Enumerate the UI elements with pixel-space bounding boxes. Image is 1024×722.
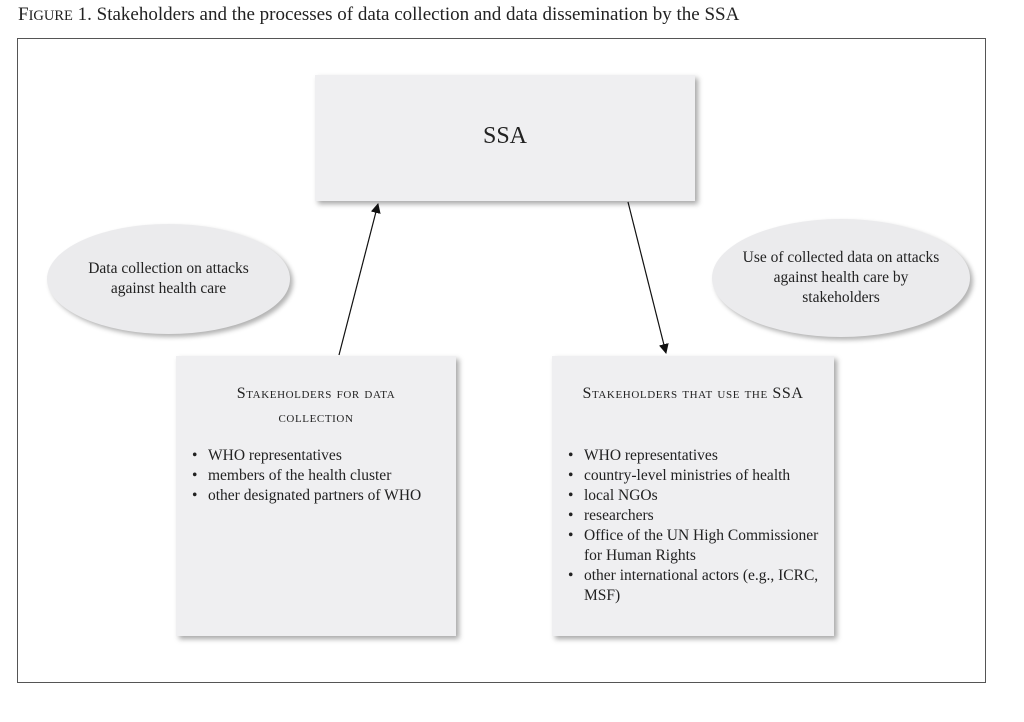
list-item: WHO representatives [192,446,446,466]
diagram-frame [17,38,986,683]
data-collection-text: Data collection on attacks against healt… [88,260,249,297]
list-item: other designated partners of WHO [192,486,446,506]
data-collection-stakeholders-box: Stakeholders for data collection WHO rep… [176,356,456,636]
data-collection-stakeholders-list: WHO representatives members of the healt… [192,446,446,506]
figure-caption: FIGURE 1. Stakeholders and the processes… [18,4,739,26]
list-item: country-level ministries of health [568,466,824,486]
data-collection-stakeholders-title: Stakeholders for data collection [236,385,396,426]
data-use-text: Use of collected data on attacks against… [742,249,940,306]
list-item: WHO representatives [568,446,824,466]
list-item: researchers [568,506,824,526]
list-item: other international actors (e.g., ICRC, … [568,566,824,606]
data-use-stakeholders-title: Stakeholders that use the SSA [582,385,804,402]
list-item: Office of the UN High Commissioner for H… [568,526,824,566]
caption-text: 1. Stakeholders and the processes of dat… [72,4,740,25]
data-collection-ellipse: Data collection on attacks against healt… [47,224,290,334]
data-use-stakeholders-list: WHO representatives country-level minist… [568,446,824,606]
caption-small-caps: IGURE [28,8,73,24]
list-item: local NGOs [568,486,824,506]
caption-initial: F [18,4,29,25]
ssa-label: SSA [482,123,528,149]
data-use-stakeholders-box: Stakeholders that use the SSA WHO repres… [552,356,834,636]
list-item: members of the health cluster [192,466,446,486]
data-use-ellipse: Use of collected data on attacks against… [712,219,970,337]
ssa-box: SSA [315,75,695,201]
